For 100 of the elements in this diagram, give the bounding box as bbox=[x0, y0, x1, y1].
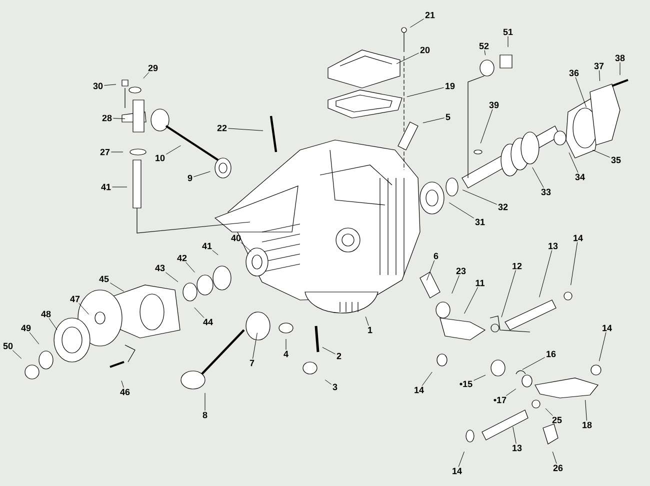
leader-line bbox=[228, 128, 264, 131]
callout-number: 9 bbox=[188, 174, 192, 182]
callout-number: 32 bbox=[498, 204, 508, 210]
callout-number: 27 bbox=[100, 148, 110, 156]
callout-number: 13 bbox=[512, 444, 522, 452]
leader-line bbox=[194, 307, 204, 318]
leader-line bbox=[462, 190, 498, 205]
callout-number: 49 bbox=[21, 324, 31, 332]
leader-line bbox=[48, 318, 58, 330]
callout-number: 44 bbox=[203, 318, 213, 326]
callout-number: 14 bbox=[574, 234, 583, 242]
leader-line bbox=[396, 52, 420, 64]
callout-number: 21 bbox=[425, 12, 435, 18]
callout-number: 36 bbox=[569, 70, 579, 76]
callout-number: 51 bbox=[503, 28, 513, 36]
callout-number: 50 bbox=[3, 342, 13, 350]
leader-line bbox=[186, 262, 195, 273]
callout-number: 19 bbox=[446, 82, 455, 90]
leader-line bbox=[193, 171, 210, 178]
callout-number: 22 bbox=[217, 124, 227, 132]
callout-number: 18 bbox=[582, 422, 592, 428]
leader-line bbox=[121, 380, 124, 388]
callout-number: 6 bbox=[434, 252, 438, 260]
callout-number: 3 bbox=[332, 384, 338, 390]
callout-number: 47 bbox=[70, 296, 80, 302]
leader-line bbox=[598, 332, 606, 362]
leader-line bbox=[585, 400, 587, 421]
callout-number: 20 bbox=[420, 46, 430, 54]
leader-line bbox=[422, 118, 445, 124]
callout-number: 41 bbox=[202, 242, 212, 250]
callout-number: 2 bbox=[336, 352, 342, 360]
leader-line bbox=[78, 303, 89, 315]
leader-line bbox=[112, 118, 126, 120]
leader-line bbox=[506, 388, 516, 396]
callout-number: 14 bbox=[414, 386, 424, 394]
callout-number: 28 bbox=[102, 114, 112, 122]
leader-line bbox=[104, 84, 116, 86]
callout-number: 33 bbox=[541, 188, 551, 196]
leader-line bbox=[252, 332, 258, 359]
leader-line bbox=[365, 316, 369, 326]
leader-line bbox=[484, 50, 486, 56]
callout-number: 30 bbox=[93, 82, 103, 90]
leader-line bbox=[322, 347, 336, 354]
callout-number: 14 bbox=[602, 324, 612, 332]
leader-line bbox=[474, 374, 486, 381]
callout-number: 11 bbox=[476, 280, 484, 286]
leader-line bbox=[592, 150, 610, 158]
callout-number: 31 bbox=[475, 218, 485, 226]
callout-number: •15 bbox=[460, 380, 472, 388]
callout-number: 38 bbox=[615, 54, 625, 62]
callout-number: 10 bbox=[156, 154, 165, 162]
callout-number: 39 bbox=[489, 102, 499, 108]
callout-number: 5 bbox=[446, 114, 450, 120]
leader-line bbox=[165, 272, 178, 282]
callout-number: 42 bbox=[177, 254, 187, 262]
callout-number: 46 bbox=[120, 388, 130, 396]
callout-number: 25 bbox=[552, 416, 562, 424]
leader-line bbox=[12, 350, 22, 359]
callout-number: 52 bbox=[479, 42, 489, 50]
leader-line bbox=[29, 332, 40, 344]
callout-number: 14 bbox=[452, 468, 462, 474]
callout-number: 29 bbox=[148, 64, 158, 72]
leader-line bbox=[545, 408, 553, 416]
leader-line bbox=[598, 70, 600, 82]
leader-line bbox=[143, 72, 150, 79]
leader-line bbox=[324, 380, 332, 385]
callout-number: 48 bbox=[41, 310, 51, 318]
callout-number: 40 bbox=[231, 234, 241, 242]
leader-line bbox=[426, 260, 435, 281]
leader-line bbox=[570, 242, 578, 286]
leader-line bbox=[212, 250, 218, 256]
callout-number: 12 bbox=[512, 262, 522, 270]
leader-line bbox=[112, 186, 128, 188]
callout-number: 8 bbox=[202, 412, 208, 418]
leader-line bbox=[240, 242, 252, 252]
leader-line bbox=[552, 451, 557, 464]
callout-number: 16 bbox=[546, 350, 556, 358]
leader-line bbox=[501, 270, 516, 318]
callout-number: 7 bbox=[250, 360, 254, 366]
leader-line bbox=[166, 145, 181, 155]
leader-line bbox=[575, 77, 587, 108]
callout-number: •17 bbox=[494, 396, 506, 404]
leader-line bbox=[532, 167, 544, 188]
callout-number: 1 bbox=[368, 326, 372, 334]
leader-line bbox=[452, 275, 460, 294]
callout-number: 26 bbox=[553, 464, 563, 472]
leader-line bbox=[406, 87, 444, 98]
callout-number: 35 bbox=[611, 156, 621, 164]
leader-line bbox=[480, 109, 493, 144]
leader-line bbox=[448, 202, 474, 218]
callout-number: 13 bbox=[548, 242, 558, 250]
callout-number: 45 bbox=[99, 276, 109, 282]
leader-line bbox=[458, 451, 464, 467]
leader-line bbox=[410, 18, 424, 28]
leader-line bbox=[422, 372, 432, 386]
callout-number: 37 bbox=[594, 62, 604, 70]
leader-line bbox=[110, 282, 124, 292]
leader-line bbox=[568, 152, 578, 173]
leader-line bbox=[539, 250, 552, 298]
callout-number: 43 bbox=[155, 264, 165, 272]
